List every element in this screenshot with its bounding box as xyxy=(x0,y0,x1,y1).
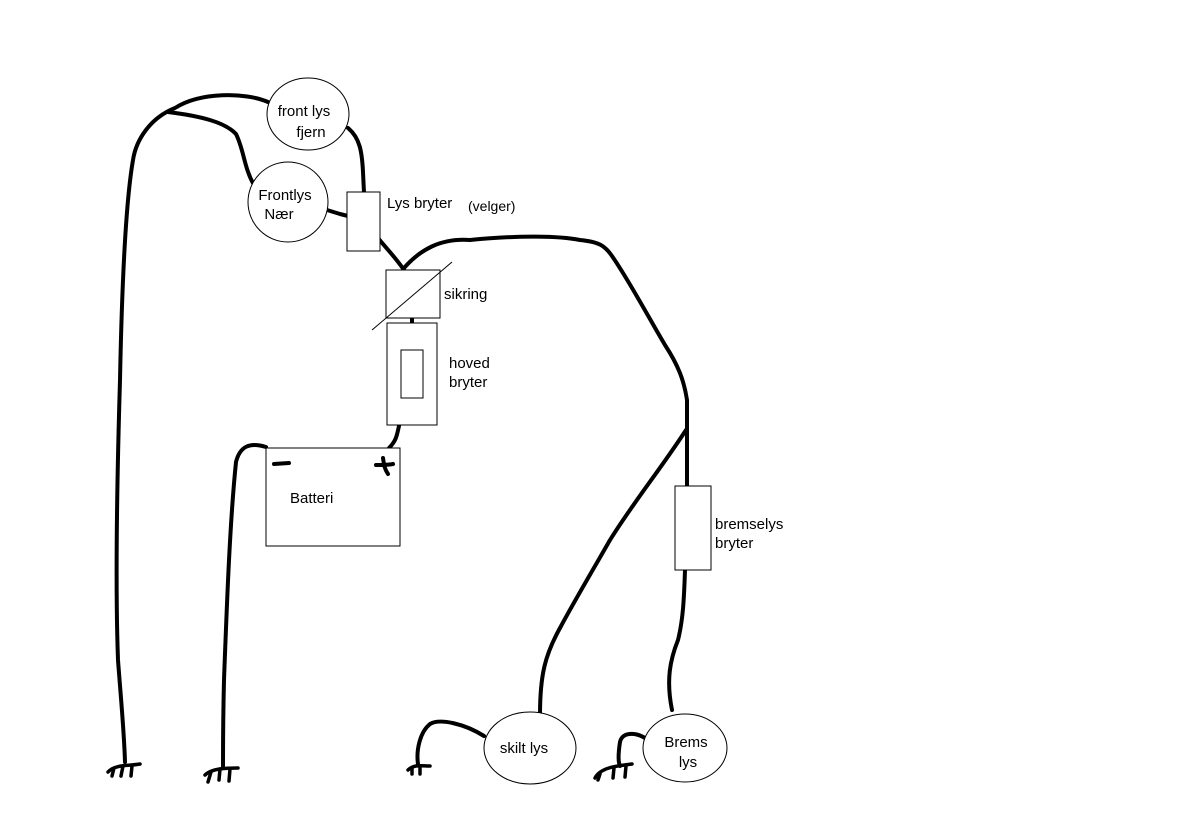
bremselys-bryter-label-line1: bremselys xyxy=(715,516,783,533)
front-lys-fjern-lamp: front lys fjern xyxy=(266,77,350,151)
wire-branch-to-skilt-lys xyxy=(538,428,688,717)
sikring-label: sikring xyxy=(444,286,487,303)
batteri-label: Batteri xyxy=(290,490,333,507)
ground-symbol-brems-lys xyxy=(593,762,634,782)
lys-bryter-switch: Lys bryter (velger) xyxy=(346,191,515,252)
sikring-fuse: sikring xyxy=(371,261,487,331)
frontlys-naer-lamp: Frontlys Nær xyxy=(247,161,329,243)
hoved-bryter-label-line1: hoved xyxy=(449,355,490,372)
wire-fjern-to-lys-bryter xyxy=(346,126,366,195)
wire-sikring-to-brake-circuit xyxy=(402,234,689,488)
frontlys-naer-label-line1: Frontlys xyxy=(258,187,311,204)
bremselys-bryter-switch: bremselys bryter xyxy=(674,485,783,571)
hoved-bryter-label-line2: bryter xyxy=(449,374,487,391)
ground-symbol-skilt-lys xyxy=(406,763,432,776)
front-lys-fjern-label-line1: front lys xyxy=(278,103,331,120)
fuse-diagonal-line xyxy=(371,261,453,331)
brems-lys-label-line2: lys xyxy=(679,754,697,771)
bremselys-bryter-label-line2: bryter xyxy=(715,535,753,552)
skilt-lys-label: skilt lys xyxy=(500,740,548,757)
ground-symbol-left xyxy=(106,762,142,778)
battery-negative-terminal xyxy=(272,461,291,466)
wire-branch-to-frontlys-naer xyxy=(166,110,256,187)
wire-naer-to-lys-bryter xyxy=(325,208,350,218)
front-lys-fjern-label-line2: fjern xyxy=(296,124,325,141)
brems-lys-label-line1: Brems xyxy=(664,734,707,751)
wire-skilt-lys-to-ground xyxy=(415,719,486,766)
frontlys-naer-label-line2: Nær xyxy=(264,206,293,223)
wire-headlights-to-ground-left xyxy=(114,93,270,764)
wire-hoved-bryter-to-battery xyxy=(387,424,401,450)
skilt-lys-lamp: skilt lys xyxy=(483,711,577,785)
wire-lys-bryter-to-sikring xyxy=(376,236,406,272)
wire-battery-negative-to-ground xyxy=(221,442,268,769)
velger-label: (velger) xyxy=(468,198,515,214)
batteri-battery: Batteri xyxy=(265,447,401,547)
brems-lys-lamp: Brems lys xyxy=(642,713,728,783)
lys-bryter-label: Lys bryter xyxy=(387,195,452,212)
hoved-bryter-switch: hoved bryter xyxy=(386,322,490,426)
battery-positive-terminal xyxy=(374,456,395,476)
ground-symbol-battery xyxy=(203,766,240,784)
wire-bremselys-bryter-to-brems-lys xyxy=(667,568,687,712)
wire-brems-lys-to-ground xyxy=(616,731,647,768)
